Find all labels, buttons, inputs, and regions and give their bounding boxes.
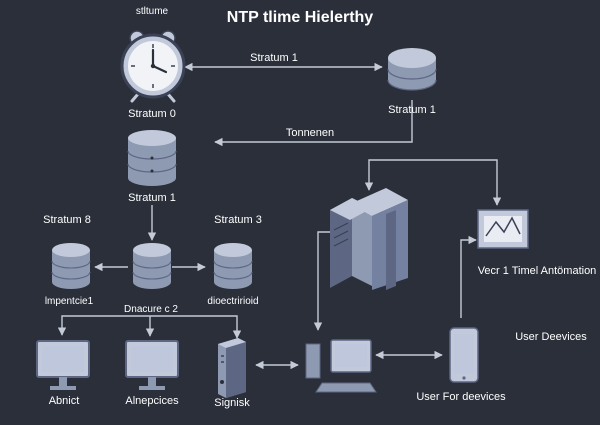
label-automation: Vecr 1 Timel Antömation xyxy=(478,265,597,277)
diagram-title: NTP tlime Hielerthy xyxy=(227,9,374,26)
stratum1-database-icon xyxy=(127,130,177,186)
clock-icon xyxy=(120,30,186,103)
label-db-center: Dnacure c 2 xyxy=(124,304,178,315)
label-user-devices-bottom: User For deevices xyxy=(416,391,506,403)
edge-tonnenen xyxy=(214,100,413,147)
label-user-devices-right: User Deevices xyxy=(515,331,587,343)
edge-label-stratum1: Stratum 1 xyxy=(250,52,298,64)
label-stratum8: Stratum 8 xyxy=(43,214,91,226)
edge-building-pc xyxy=(313,231,330,331)
connectors xyxy=(57,62,502,370)
stratum1-top-server-icon xyxy=(387,48,437,91)
label-client2: Alnepcices xyxy=(125,395,179,407)
client1-monitor-icon xyxy=(36,340,90,390)
client3-tower-icon xyxy=(218,338,246,398)
client2-monitor-icon xyxy=(125,340,179,390)
automation-screen-icon xyxy=(477,209,529,249)
center-database-icon xyxy=(132,243,172,289)
label-stratum1-mid: Stratum 1 xyxy=(128,192,176,204)
label-client1: Abnict xyxy=(49,395,80,407)
label-db-left: lmpentcie1 xyxy=(45,296,94,307)
label-stratum3: Stratum 3 xyxy=(214,214,262,226)
right-database-icon xyxy=(213,243,253,289)
label-stratum1-top: Stratum 1 xyxy=(388,104,436,116)
left-database-icon xyxy=(51,243,91,289)
clock-caption: stltume xyxy=(136,6,169,17)
label-stratum0: Stratum 0 xyxy=(128,108,176,120)
desktop-pc-icon xyxy=(305,339,377,393)
server-building-icon xyxy=(330,188,408,290)
label-db-right: dioectririoid xyxy=(207,296,258,307)
edge-tablet-automation xyxy=(460,235,477,318)
label-client3: Signisk xyxy=(214,397,250,409)
tablet-icon xyxy=(449,327,479,383)
edge-building-automation xyxy=(364,159,502,206)
edge-label-tonnenen: Tonnenen xyxy=(286,127,334,139)
